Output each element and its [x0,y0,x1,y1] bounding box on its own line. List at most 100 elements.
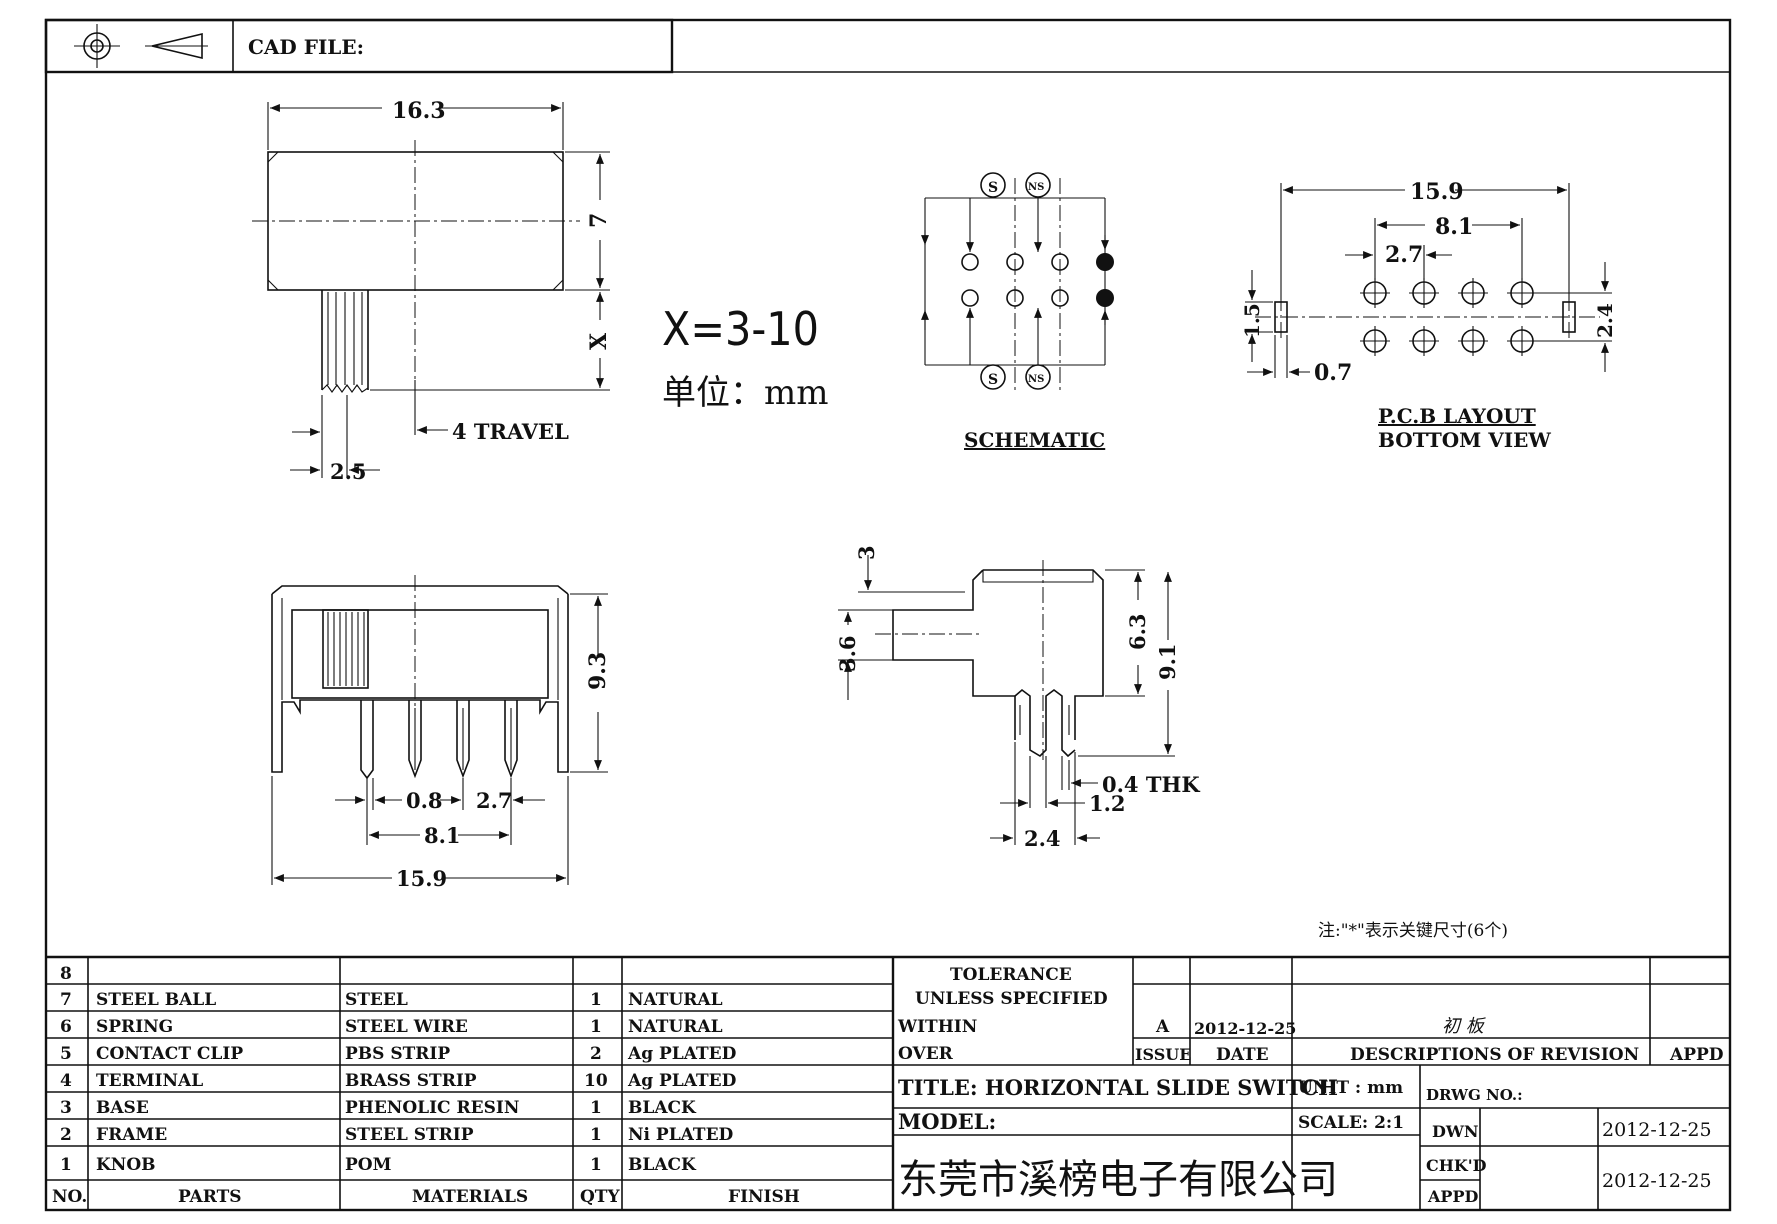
svg-text:BASE: BASE [96,1098,149,1118]
front-dim-15-9: 15.9 [396,866,447,891]
svg-text:1: 1 [590,1017,602,1037]
issue-label: ISSUE [1135,1045,1191,1064]
svg-text:10: 10 [584,1071,608,1091]
front-dim-9-3: 9.3 [585,652,611,690]
end-view [838,555,1175,845]
within-label: WITHIN [897,1017,977,1037]
pcb-layout-subtitle: BOTTOM VIEW [1378,428,1551,452]
schematic-bottom-s: S [988,372,998,388]
bom-row: 7 STEEL BALL STEEL 1 NATURAL [60,990,723,1010]
pcb-layout-diagram [1245,183,1612,378]
end-dim-6-3: 6.3 [1125,613,1150,650]
dim-travel: 4 TRAVEL [452,419,569,444]
approved-date: 2012-12-25 [1602,1170,1712,1192]
svg-text:4: 4 [60,1071,72,1091]
svg-text:QTY: QTY [580,1187,620,1207]
svg-text:TERMINAL: TERMINAL [96,1071,203,1091]
pcb-dim-2-4: 2.4 [1593,303,1617,338]
bom-row: 1 KNOB POM 1 BLACK [60,1155,697,1175]
bom-header-row: NO. PARTS MATERIALS QTY FINISH [52,1187,800,1207]
pcb-dim-8-1: 8.1 [1435,214,1473,240]
end-dim-3: 3 [854,545,879,560]
issue-value: A [1155,1017,1170,1037]
revision-desc-label: DESCRIPTIONS OF REVISION [1350,1045,1639,1065]
drawing-title: TITLE: HORIZONTAL SLIDE SWITCH [898,1075,1338,1100]
front-dim-8-1: 8.1 [424,823,461,848]
svg-text:POM: POM [345,1155,392,1175]
end-dim-9-1: 9.1 [1155,643,1180,680]
sheet-border [44,18,1732,1212]
top-view [252,102,610,478]
bom-row: 6 SPRING STEEL WIRE 1 NATURAL [60,1017,723,1037]
svg-text:NATURAL: NATURAL [628,1017,723,1037]
svg-text:1: 1 [60,1155,72,1175]
unit-note: 单位：mm [662,373,828,413]
front-view [271,575,608,885]
pcb-dim-2-7: 2.7 [1385,242,1423,268]
svg-text:STEEL BALL: STEEL BALL [96,990,216,1010]
date-label: DATE [1216,1045,1269,1065]
cad-file-label: CAD FILE: [248,35,364,59]
svg-text:PHENOLIC RESIN: PHENOLIC RESIN [345,1098,519,1118]
svg-text:Ni PLATED: Ni PLATED [628,1125,734,1145]
svg-text:6: 6 [60,1017,72,1037]
header-box [44,18,674,74]
dim-height-7: 7 [586,213,612,228]
front-dim-2-7: 2.7 [476,788,513,813]
unit-label: UNIT : mm [1298,1078,1403,1098]
svg-text:3: 3 [60,1098,72,1118]
svg-text:2: 2 [590,1044,602,1064]
svg-text:NO.: NO. [52,1187,87,1207]
end-dim-thk: 0.4 THK [1102,772,1200,797]
svg-text:KNOB: KNOB [96,1155,156,1175]
drawing-number-label: DRWG NO.: [1426,1086,1523,1104]
scale-label: SCALE: 2:1 [1298,1113,1404,1133]
svg-text:7: 7 [60,990,72,1010]
tolerance-label: TOLERANCE [950,965,1072,985]
schematic-diagram [921,172,1114,392]
svg-text:BLACK: BLACK [628,1155,697,1175]
key-dimension-note: 注:"*"表示关键尺寸(6个) [1318,921,1508,941]
end-dim-2-4: 2.4 [1024,826,1061,851]
revision-appd-label: APPD [1669,1045,1724,1065]
bom-row: 2 FRAME STEEL STRIP 1 Ni PLATED [60,1125,734,1145]
svg-text:STEEL: STEEL [345,990,408,1010]
svg-text:BLACK: BLACK [628,1098,697,1118]
title-block [893,957,1730,1210]
schematic-title: SCHEMATIC [964,428,1105,452]
bom-row: 3 BASE PHENOLIC RESIN 1 BLACK [60,1098,697,1118]
checked-label: CHK'D [1426,1156,1487,1175]
end-dim-1-2: 1.2 [1089,791,1126,816]
approved-label: APPD [1427,1187,1478,1206]
company-name: 东莞市溪榜电子有限公司 [898,1157,1338,1203]
schematic-bottom-ns: NS [1028,374,1044,385]
svg-text:PBS STRIP: PBS STRIP [345,1044,450,1064]
svg-text:8: 8 [60,964,72,984]
svg-text:STEEL WIRE: STEEL WIRE [345,1017,468,1037]
svg-text:5: 5 [60,1044,72,1064]
model-label: MODEL: [898,1109,996,1134]
dim-knob-2-5: 2.5 [330,459,367,484]
front-dim-0-8: 0.8 [406,788,443,813]
x-range-note: X=3-10 [662,302,819,356]
schematic-top-ns: NS [1028,182,1044,193]
revision-description: 初 板 [1442,1016,1487,1037]
pcb-dim-0-7: 0.7 [1314,360,1352,386]
bom-rows: 8 7 STEEL BALL STEEL 1 NATURAL 6 SPRING … [52,964,800,1207]
bom-table [46,955,1730,1210]
pcb-layout-title: P.C.B LAYOUT [1378,404,1536,428]
issue-date-value: 2012-12-25 [1194,1019,1296,1038]
svg-text:1: 1 [590,1098,602,1118]
projection-symbol-icon [74,24,208,68]
drawn-label: DWN [1432,1122,1478,1141]
svg-text:1: 1 [590,1155,602,1175]
over-label: OVER [898,1044,954,1064]
drawn-date: 2012-12-25 [1602,1119,1712,1141]
svg-text:STEEL STRIP: STEEL STRIP [345,1125,474,1145]
svg-text:MATERIALS: MATERIALS [412,1187,528,1207]
bom-row: 5 CONTACT CLIP PBS STRIP 2 Ag PLATED [60,1044,737,1064]
svg-text:FRAME: FRAME [96,1125,167,1145]
unless-specified-label: UNLESS SPECIFIED [915,989,1108,1009]
svg-text:Ag PLATED: Ag PLATED [627,1044,737,1064]
